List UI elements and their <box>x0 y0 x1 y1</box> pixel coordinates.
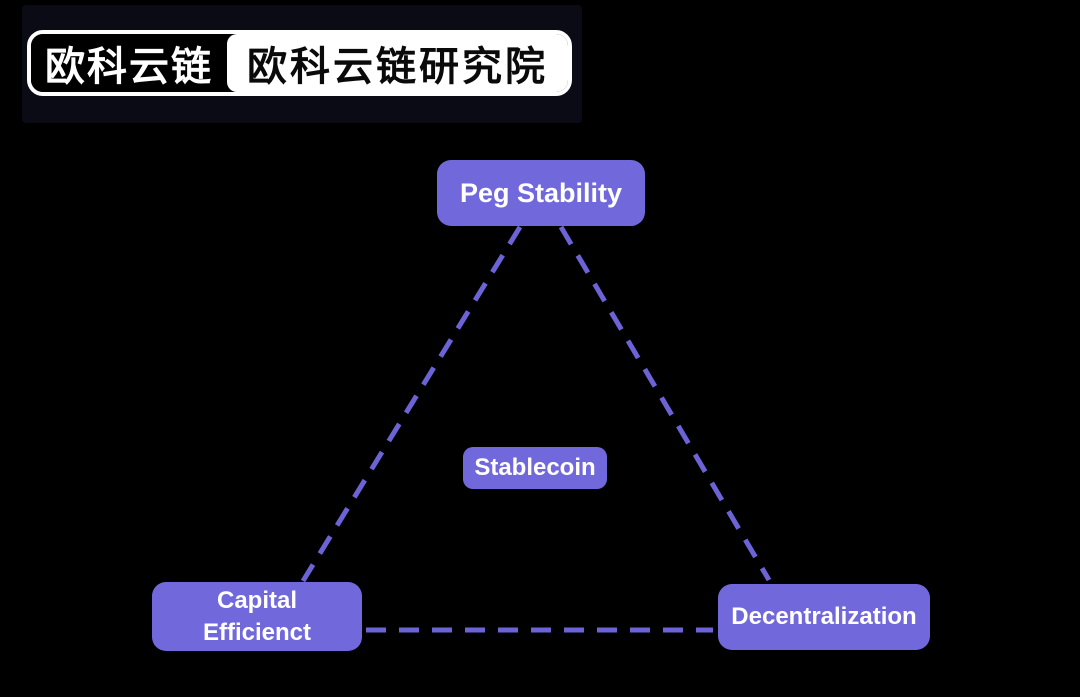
node-decentralization: Decentralization <box>718 584 930 650</box>
node-capital-efficienct-label-line2: Efficienct <box>202 618 312 646</box>
node-capital-efficienct-label-line1: Capital <box>216 587 297 615</box>
logo-background-patch: 欧科云链 欧科云链研究院 <box>22 5 582 123</box>
edge-pegstability-to-capitalefficienct <box>300 225 523 583</box>
node-capital-efficienct: Capital Efficienct <box>152 582 362 651</box>
node-decentralization-label: Decentralization <box>731 603 917 630</box>
node-peg-stability-label: Peg Stability <box>459 177 623 208</box>
node-stablecoin-label: Stablecoin <box>474 454 596 481</box>
node-peg-stability: Peg Stability <box>437 160 645 226</box>
logo-brand-text: 欧科云链 <box>31 34 227 92</box>
node-stablecoin: Stablecoin <box>463 447 607 489</box>
logo-subtitle-text: 欧科云链研究院 <box>227 34 568 92</box>
okx-cloud-chain-logo: 欧科云链 欧科云链研究院 <box>27 30 572 96</box>
edge-pegstability-to-decentralization <box>558 225 772 582</box>
